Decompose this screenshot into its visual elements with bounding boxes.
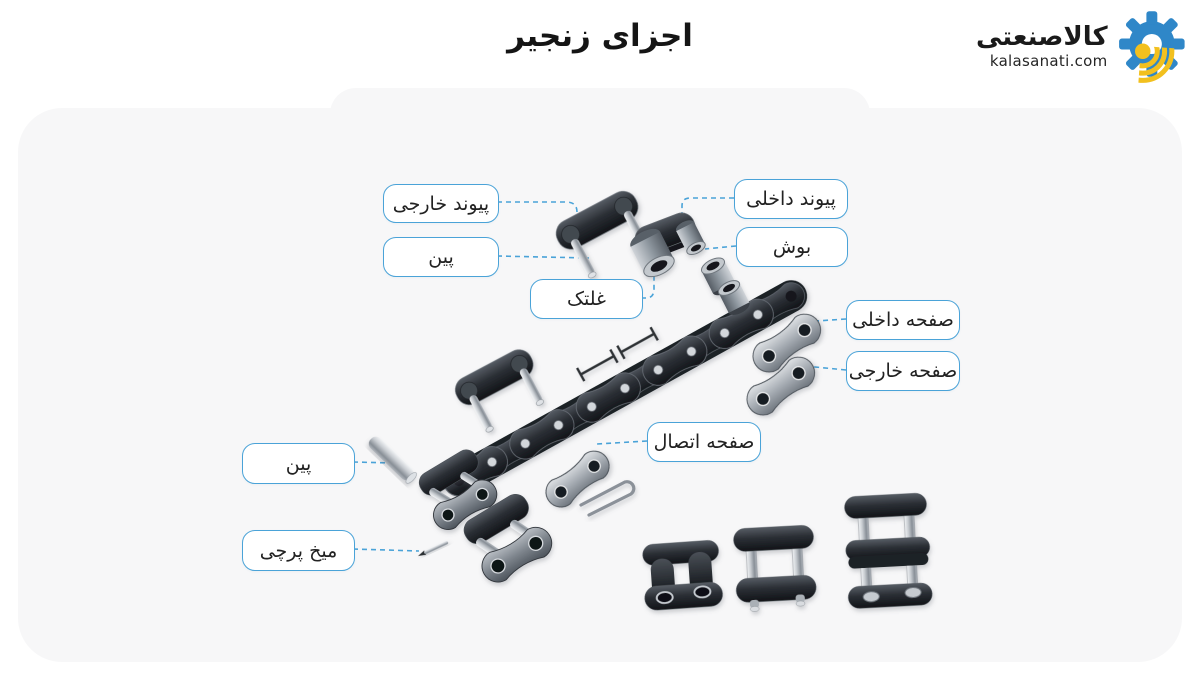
connector-line [352,461,392,464]
label-inner-plate: صفحه داخلی [846,300,960,340]
bushing-on-link [675,220,706,255]
label-text: صفحه داخلی [852,309,954,331]
sample-link-small [642,540,723,611]
inner-link-part [630,212,706,278]
connector-line [352,548,420,552]
sample-link-double [844,493,933,609]
label-text: پین [285,452,312,475]
label-outer-link: پیوند خارجی [383,184,499,223]
chain-pin-heads [487,309,763,467]
signal-arcs-icon [1136,45,1174,83]
label-text: غلتک [567,288,606,310]
brand-domain: kalasanati.com [989,52,1108,71]
connector-line [641,271,655,299]
roller-part [630,228,675,278]
signal-dot [1134,43,1151,60]
label-pin-top: پین [383,237,499,277]
gear-icon [1118,11,1185,83]
connector-line [804,365,847,371]
brand-logo: کالاصنعتی kalasanati.com [976,4,1186,84]
connector-line [596,440,648,445]
label-text: پیوند خارجی [392,192,490,215]
label-text: پیوند داخلی [746,188,836,210]
label-text: صفحه خارجی [848,360,958,382]
pitch-dimension-marks [576,326,659,382]
connector-line [496,255,590,259]
brand-text: کالاصنعتی kalasanati.com [976,21,1108,71]
roller-chain [437,277,810,502]
connector-line [704,245,737,250]
connecting-plate-part [539,444,616,514]
page-title: اجزای زنجیر [507,18,693,54]
outer-link-part-lower [454,349,544,433]
inner-plate-part [746,307,828,379]
label-inner-link: پیوند داخلی [734,179,848,219]
label-roller: غلتک [530,279,643,319]
pin-part [368,436,417,484]
spring-clip-part [579,480,636,517]
label-text: میخ پرچی [259,539,338,562]
connector-line [681,197,734,214]
half-link-part [418,449,503,536]
label-outer-plate: صفحه خارجی [846,351,960,391]
connector-line [497,201,578,229]
brand-name: کالاصنعتی [976,21,1108,52]
label-pin-bottom: پین [242,443,355,484]
sample-link-single [733,525,817,612]
connector-lines [352,197,847,552]
label-bushing: بوش [736,227,848,267]
outer-plate-part [740,350,822,422]
bushing-parts [700,257,750,315]
label-connecting-plate: صفحه اتصال [647,422,761,462]
gear-body [1118,11,1185,77]
label-text: بوش [772,236,812,258]
label-rivet: میخ پرچی [242,530,355,571]
label-text: پین [428,246,454,268]
label-text: صفحه اتصال [653,431,755,453]
half-link-part [463,494,559,589]
chain-end-hole [785,290,797,302]
rivet-part [418,540,449,556]
